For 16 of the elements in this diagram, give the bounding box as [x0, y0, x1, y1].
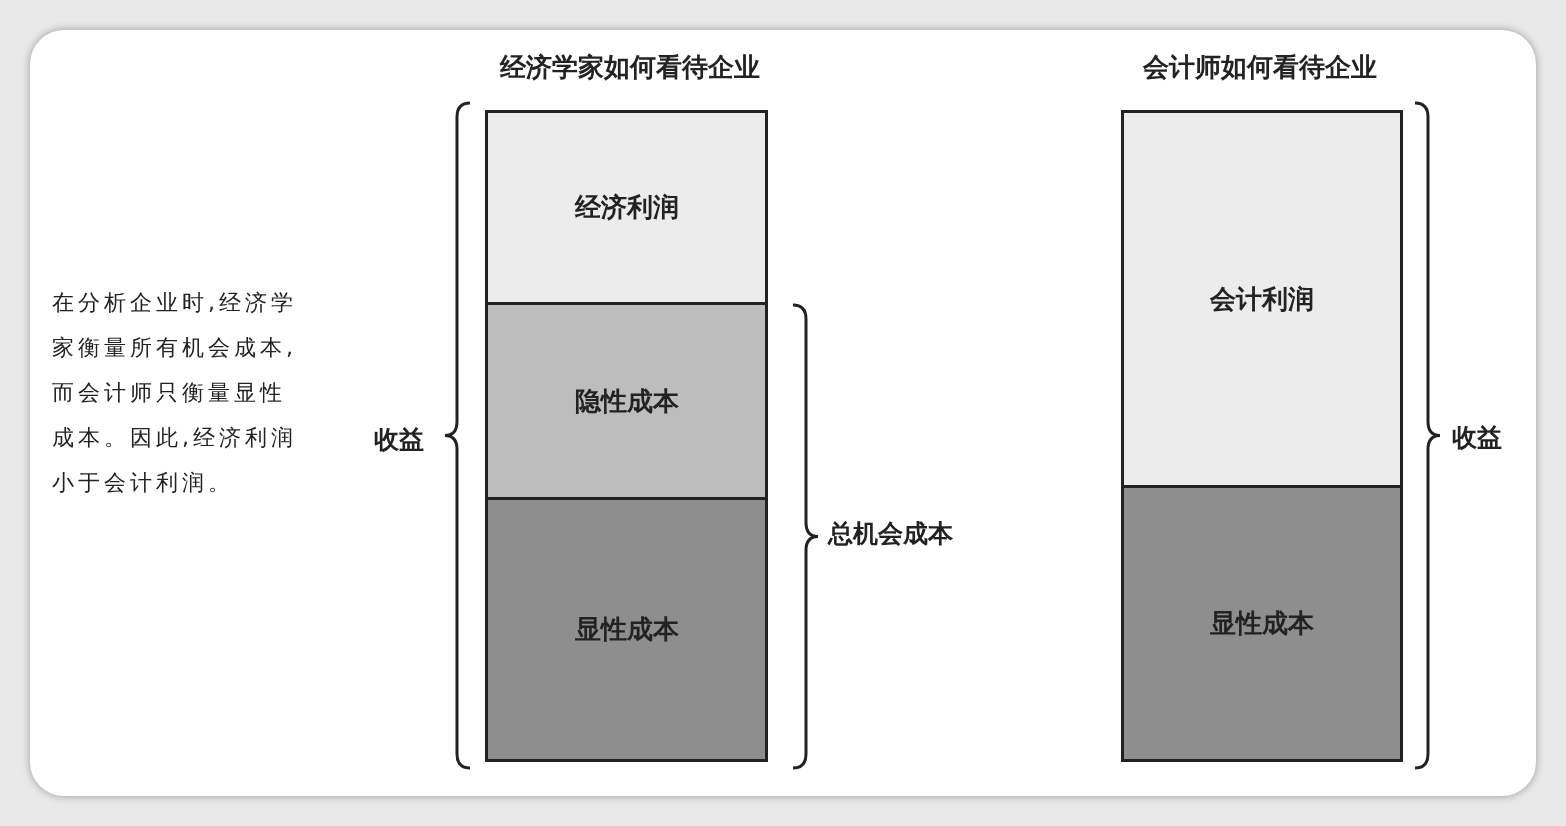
column-heading: 会计师如何看待企业	[1142, 51, 1378, 84]
segment-label: 显性成本	[574, 613, 679, 646]
brace-label: 收益	[374, 424, 425, 456]
segment-label: 显性成本	[1210, 607, 1314, 640]
bar-segment	[1121, 485, 1403, 762]
bar-segment	[485, 302, 768, 500]
segment-label: 经济利润	[574, 191, 679, 224]
bar-segment	[485, 110, 768, 305]
brace-label: 总机会成本	[828, 518, 954, 550]
bar-segment	[485, 497, 768, 762]
column-heading: 经济学家如何看待企业	[498, 51, 761, 84]
brace-label: 收益	[1452, 422, 1503, 454]
segment-label: 会计利润	[1210, 282, 1314, 316]
description-text: 在分析企业时,经济学家衡量所有机会成本,而会计师只衡量显性成本。因此,经济利润小于会计利润。	[52, 289, 298, 497]
segment-label: 隐性成本	[574, 384, 679, 418]
bar-segment	[1121, 110, 1403, 488]
